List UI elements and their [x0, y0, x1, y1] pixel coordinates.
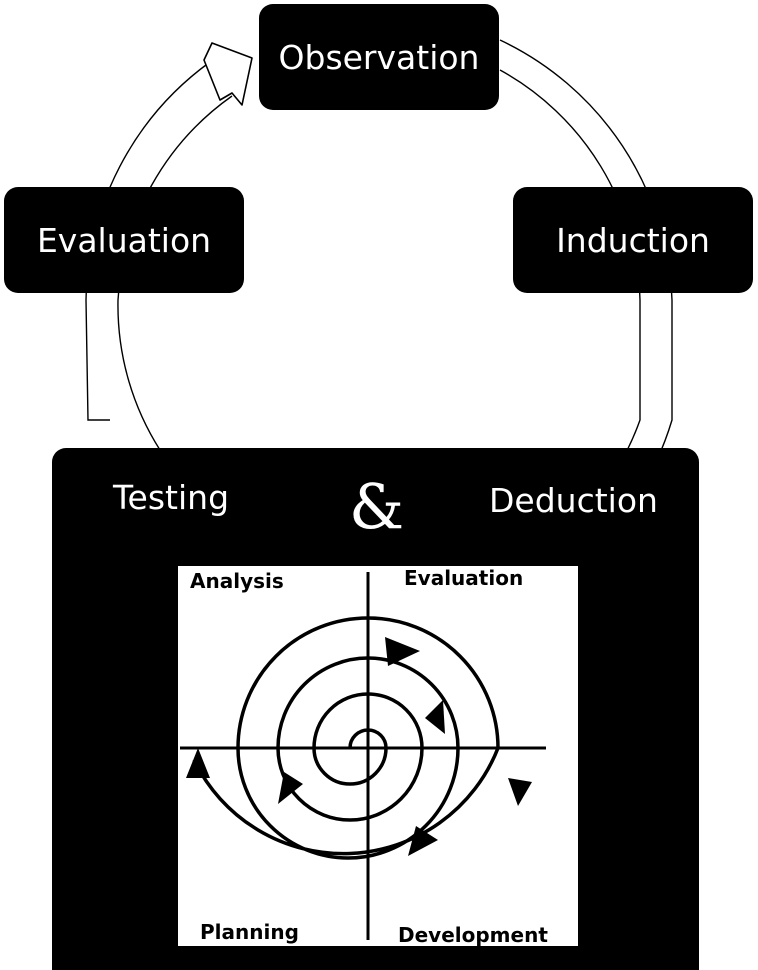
node-deduction: Deduction — [489, 481, 658, 520]
node-testing: Testing — [113, 478, 230, 517]
node-evaluation: Evaluation — [4, 187, 244, 293]
quadrant-development: Development — [398, 923, 548, 947]
node-induction: Induction — [513, 187, 753, 293]
cycle-arrow-head — [203, 42, 253, 106]
node-observation: Observation — [259, 4, 499, 110]
quadrant-analysis: Analysis — [190, 569, 284, 593]
ampersand-connector: & — [349, 470, 405, 543]
spiral-model — [178, 566, 578, 946]
quadrant-planning: Planning — [200, 920, 299, 944]
quadrant-evaluation: Evaluation — [404, 566, 524, 590]
